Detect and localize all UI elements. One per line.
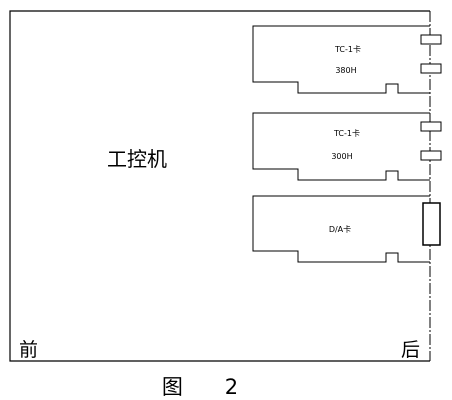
card-1-name: TC-1卡 — [334, 44, 361, 54]
rear-label: 后 — [401, 339, 420, 361]
enclosure-label: 工控机 — [107, 147, 167, 171]
card-3: D/A卡 — [252, 195, 441, 263]
card-2-address: 300H — [331, 152, 352, 161]
card-2: TC-1卡 300H — [252, 112, 442, 181]
card-1-connector-bottom — [420, 63, 442, 74]
card-1: TC-1卡 380H — [252, 25, 442, 94]
card-1-connector-top — [420, 34, 442, 45]
card-3-outline — [252, 195, 430, 263]
card-3-name: D/A卡 — [329, 224, 351, 234]
card-2-connector-bottom — [420, 150, 442, 161]
figure-caption: 图 2 — [162, 375, 238, 399]
card-2-outline — [252, 112, 430, 181]
card-2-connector-top — [420, 121, 442, 132]
card-1-address: 380H — [335, 66, 356, 75]
card-1-outline — [252, 25, 430, 94]
front-label: 前 — [19, 339, 38, 361]
card-2-name: TC-1卡 — [333, 128, 360, 138]
card-3-connector — [422, 202, 441, 246]
enclosure-outline — [9, 10, 430, 362]
